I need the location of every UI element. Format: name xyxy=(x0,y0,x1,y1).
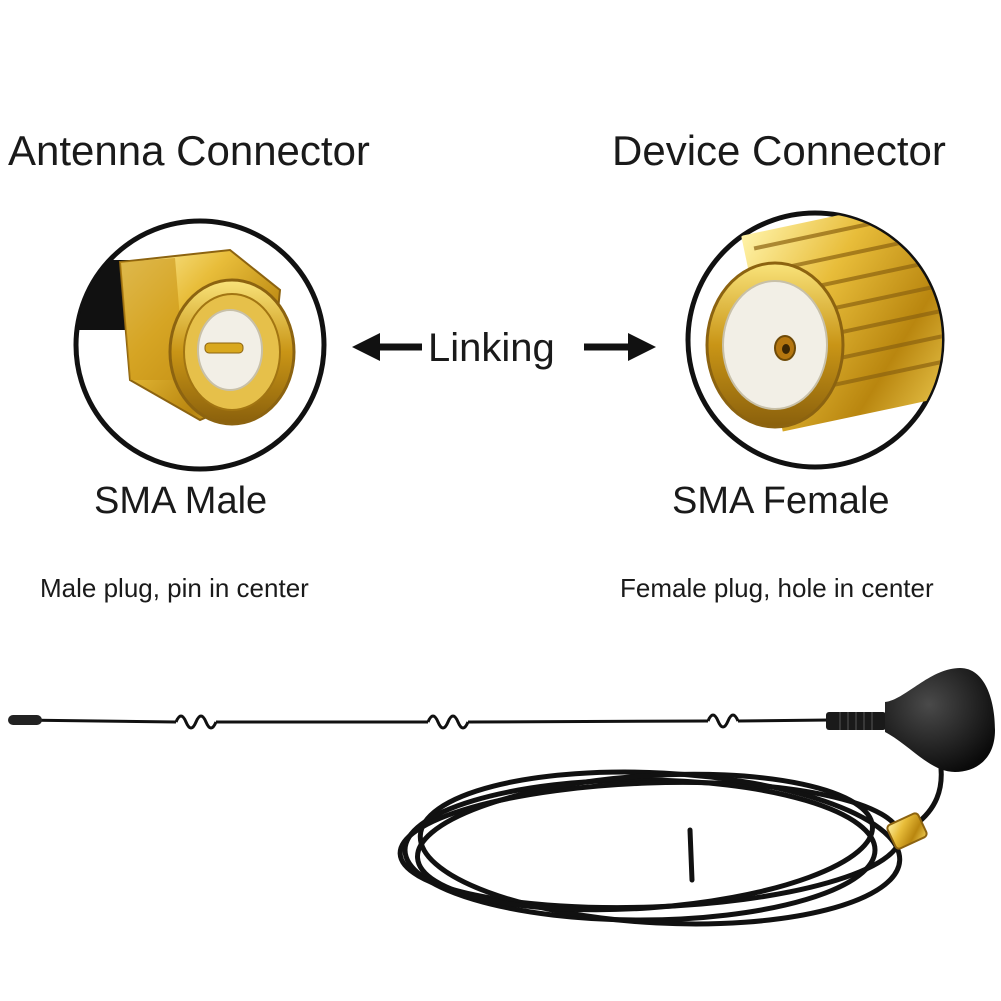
sma-female-description: Female plug, hole in center xyxy=(620,573,934,603)
sma-female-label: SMA Female xyxy=(672,480,890,522)
antenna-photo xyxy=(8,668,995,927)
sma-male-label: SMA Male xyxy=(94,480,268,522)
arrow-left-icon xyxy=(352,333,422,361)
sma-male-description: Male plug, pin in center xyxy=(40,573,309,603)
linking-label: Linking xyxy=(428,326,555,370)
sma-male-photo xyxy=(73,218,327,472)
sma-female-photo xyxy=(685,210,945,470)
arrow-right-icon xyxy=(584,333,656,361)
device-connector-title: Device Connector xyxy=(612,127,946,174)
antenna-connector-title: Antenna Connector xyxy=(8,127,370,174)
